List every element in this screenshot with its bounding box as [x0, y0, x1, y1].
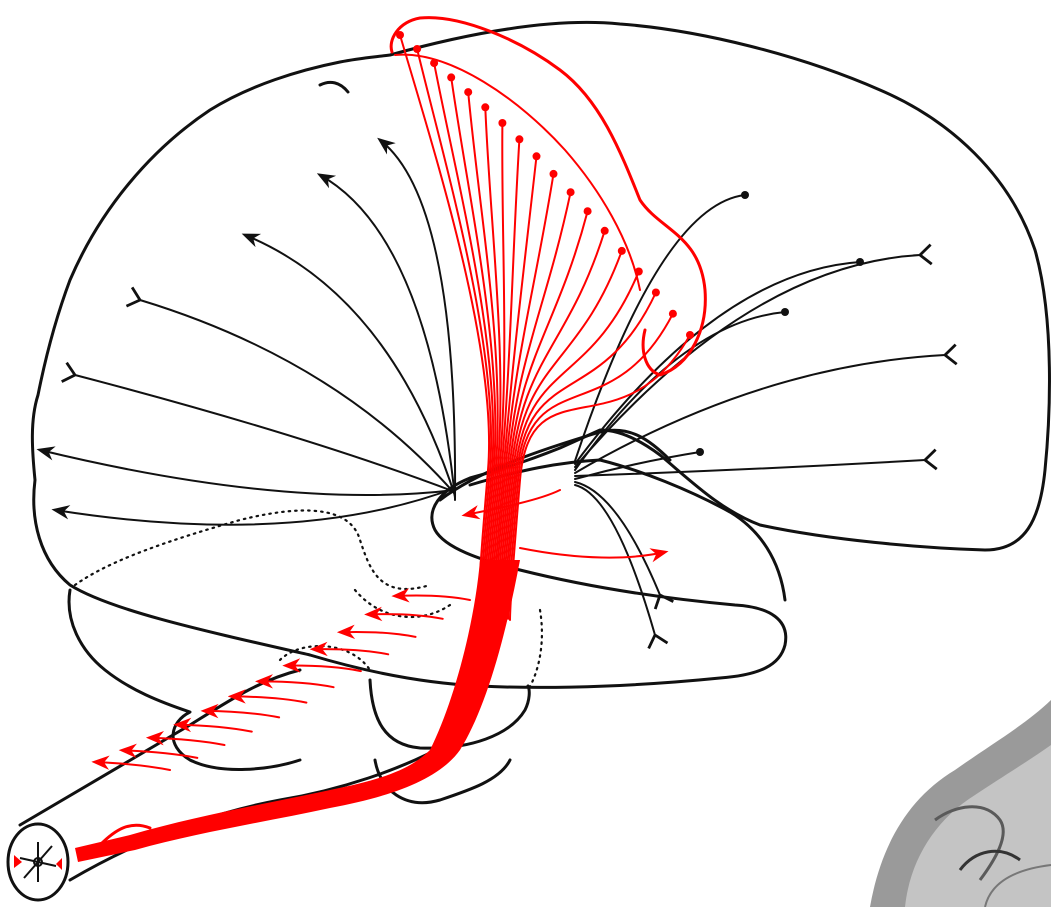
- ventricle-dotted-4: [528, 610, 542, 690]
- cerebellum-outline: [69, 590, 300, 769]
- cerebrum-outline: [32, 22, 1049, 687]
- spinal-cord-cross-section: [8, 824, 68, 900]
- black-fiber: [575, 485, 655, 635]
- brain-section-photo: [870, 700, 1051, 907]
- corticospinal-fibers: [400, 35, 690, 620]
- descending-arrow: [395, 596, 470, 601]
- cortical-fiber: [400, 35, 489, 470]
- black-fiber: [575, 482, 660, 595]
- red-descending-arrows: [95, 596, 470, 771]
- spinal-cord-top-edge: [20, 670, 300, 825]
- descending-arrow: [204, 711, 279, 718]
- black-fiber: [575, 195, 745, 461]
- black-fiber: [40, 450, 455, 495]
- descending-arrow: [259, 681, 334, 687]
- descending-arrow: [177, 725, 252, 732]
- black-fiber: [575, 355, 945, 473]
- frontal-notch: [320, 82, 348, 92]
- descending-arrow: [95, 762, 170, 770]
- corticospinal-tract: [75, 560, 520, 862]
- black-fiber: [75, 375, 455, 492]
- ventricle-dotted-2: [355, 590, 450, 617]
- descending-arrow: [231, 696, 306, 702]
- ventricle-dotted-1: [75, 510, 430, 589]
- black-fiber: [320, 175, 455, 498]
- black-fiber: [55, 488, 455, 525]
- black-fiber: [245, 235, 455, 496]
- descending-arrow: [341, 632, 416, 637]
- black-fiber: [140, 300, 455, 494]
- red-capsule-arrow: [520, 548, 665, 558]
- descending-arrow: [313, 649, 388, 654]
- black-fiber: [380, 140, 455, 500]
